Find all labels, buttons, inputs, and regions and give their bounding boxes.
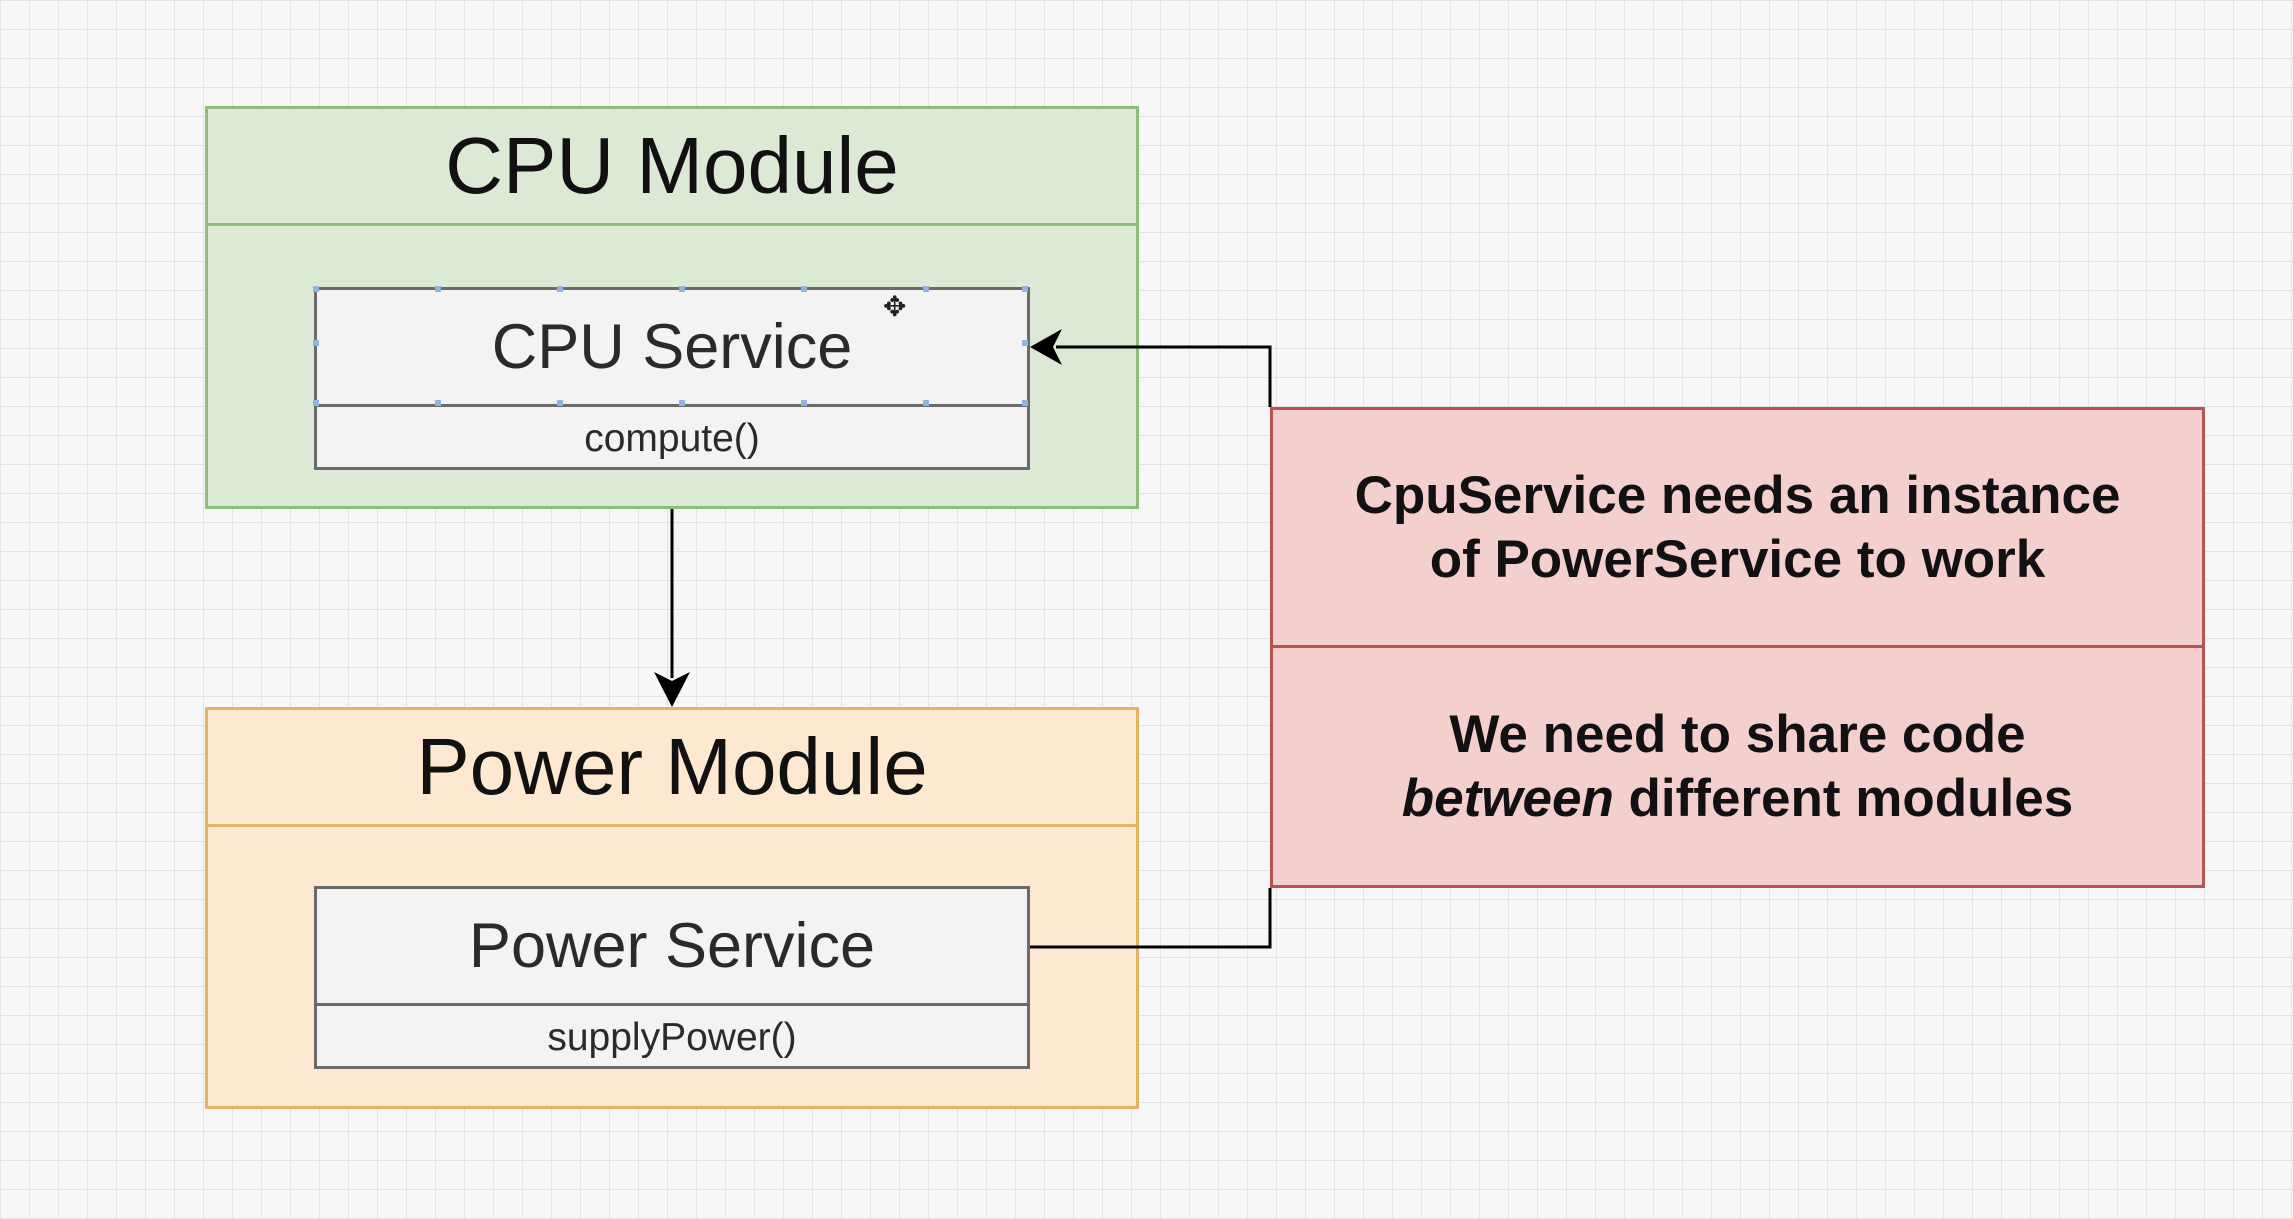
power-service-method: supplyPower() bbox=[547, 1016, 797, 1059]
selection-handle[interactable] bbox=[435, 286, 441, 292]
selection-handle[interactable] bbox=[313, 286, 319, 292]
cpu-to-power-arrow[interactable] bbox=[654, 509, 690, 707]
selection-handle[interactable] bbox=[557, 286, 563, 292]
selection-handle[interactable] bbox=[1022, 286, 1028, 292]
cpu-service-method: compute() bbox=[584, 417, 760, 460]
power-service-name: Power Service bbox=[317, 889, 1027, 1006]
note-top-section: CpuService needs an instance of PowerSer… bbox=[1273, 410, 2202, 648]
note-bottom-section: We need to share code between different … bbox=[1273, 648, 2202, 885]
selection-handle[interactable] bbox=[679, 286, 685, 292]
selection-handle[interactable] bbox=[557, 400, 563, 406]
selection-handle[interactable] bbox=[435, 400, 441, 406]
note-line-4: different modules bbox=[1613, 768, 2074, 828]
cpu-service-box[interactable]: CPU Service compute() bbox=[313, 286, 1030, 470]
note-line-3: We need to share code bbox=[1449, 704, 2026, 764]
selection-handle[interactable] bbox=[679, 400, 685, 406]
note-line-1: CpuService needs an instance bbox=[1354, 465, 2121, 525]
power-module-title: Power Module bbox=[208, 710, 1136, 827]
cpu-service-name: CPU Service bbox=[317, 290, 1027, 407]
selection-handle[interactable] bbox=[1022, 400, 1028, 406]
selection-handle[interactable] bbox=[923, 286, 929, 292]
power-service-box[interactable]: Power Service supplyPower() bbox=[314, 886, 1030, 1069]
selection-handle[interactable] bbox=[923, 400, 929, 406]
note-box[interactable]: CpuService needs an instance of PowerSer… bbox=[1270, 407, 2205, 888]
selection-handle[interactable] bbox=[313, 400, 319, 406]
note-line-2: of PowerService to work bbox=[1429, 529, 2046, 589]
selection-handle[interactable] bbox=[801, 286, 807, 292]
selection-handle[interactable] bbox=[1022, 340, 1028, 346]
move-cursor-icon: ✥ bbox=[883, 290, 907, 323]
selection-handle[interactable] bbox=[801, 400, 807, 406]
cpu-module-title: CPU Module bbox=[208, 109, 1136, 226]
selection-handle[interactable] bbox=[313, 340, 319, 346]
note-emphasis: between bbox=[1401, 768, 1614, 828]
